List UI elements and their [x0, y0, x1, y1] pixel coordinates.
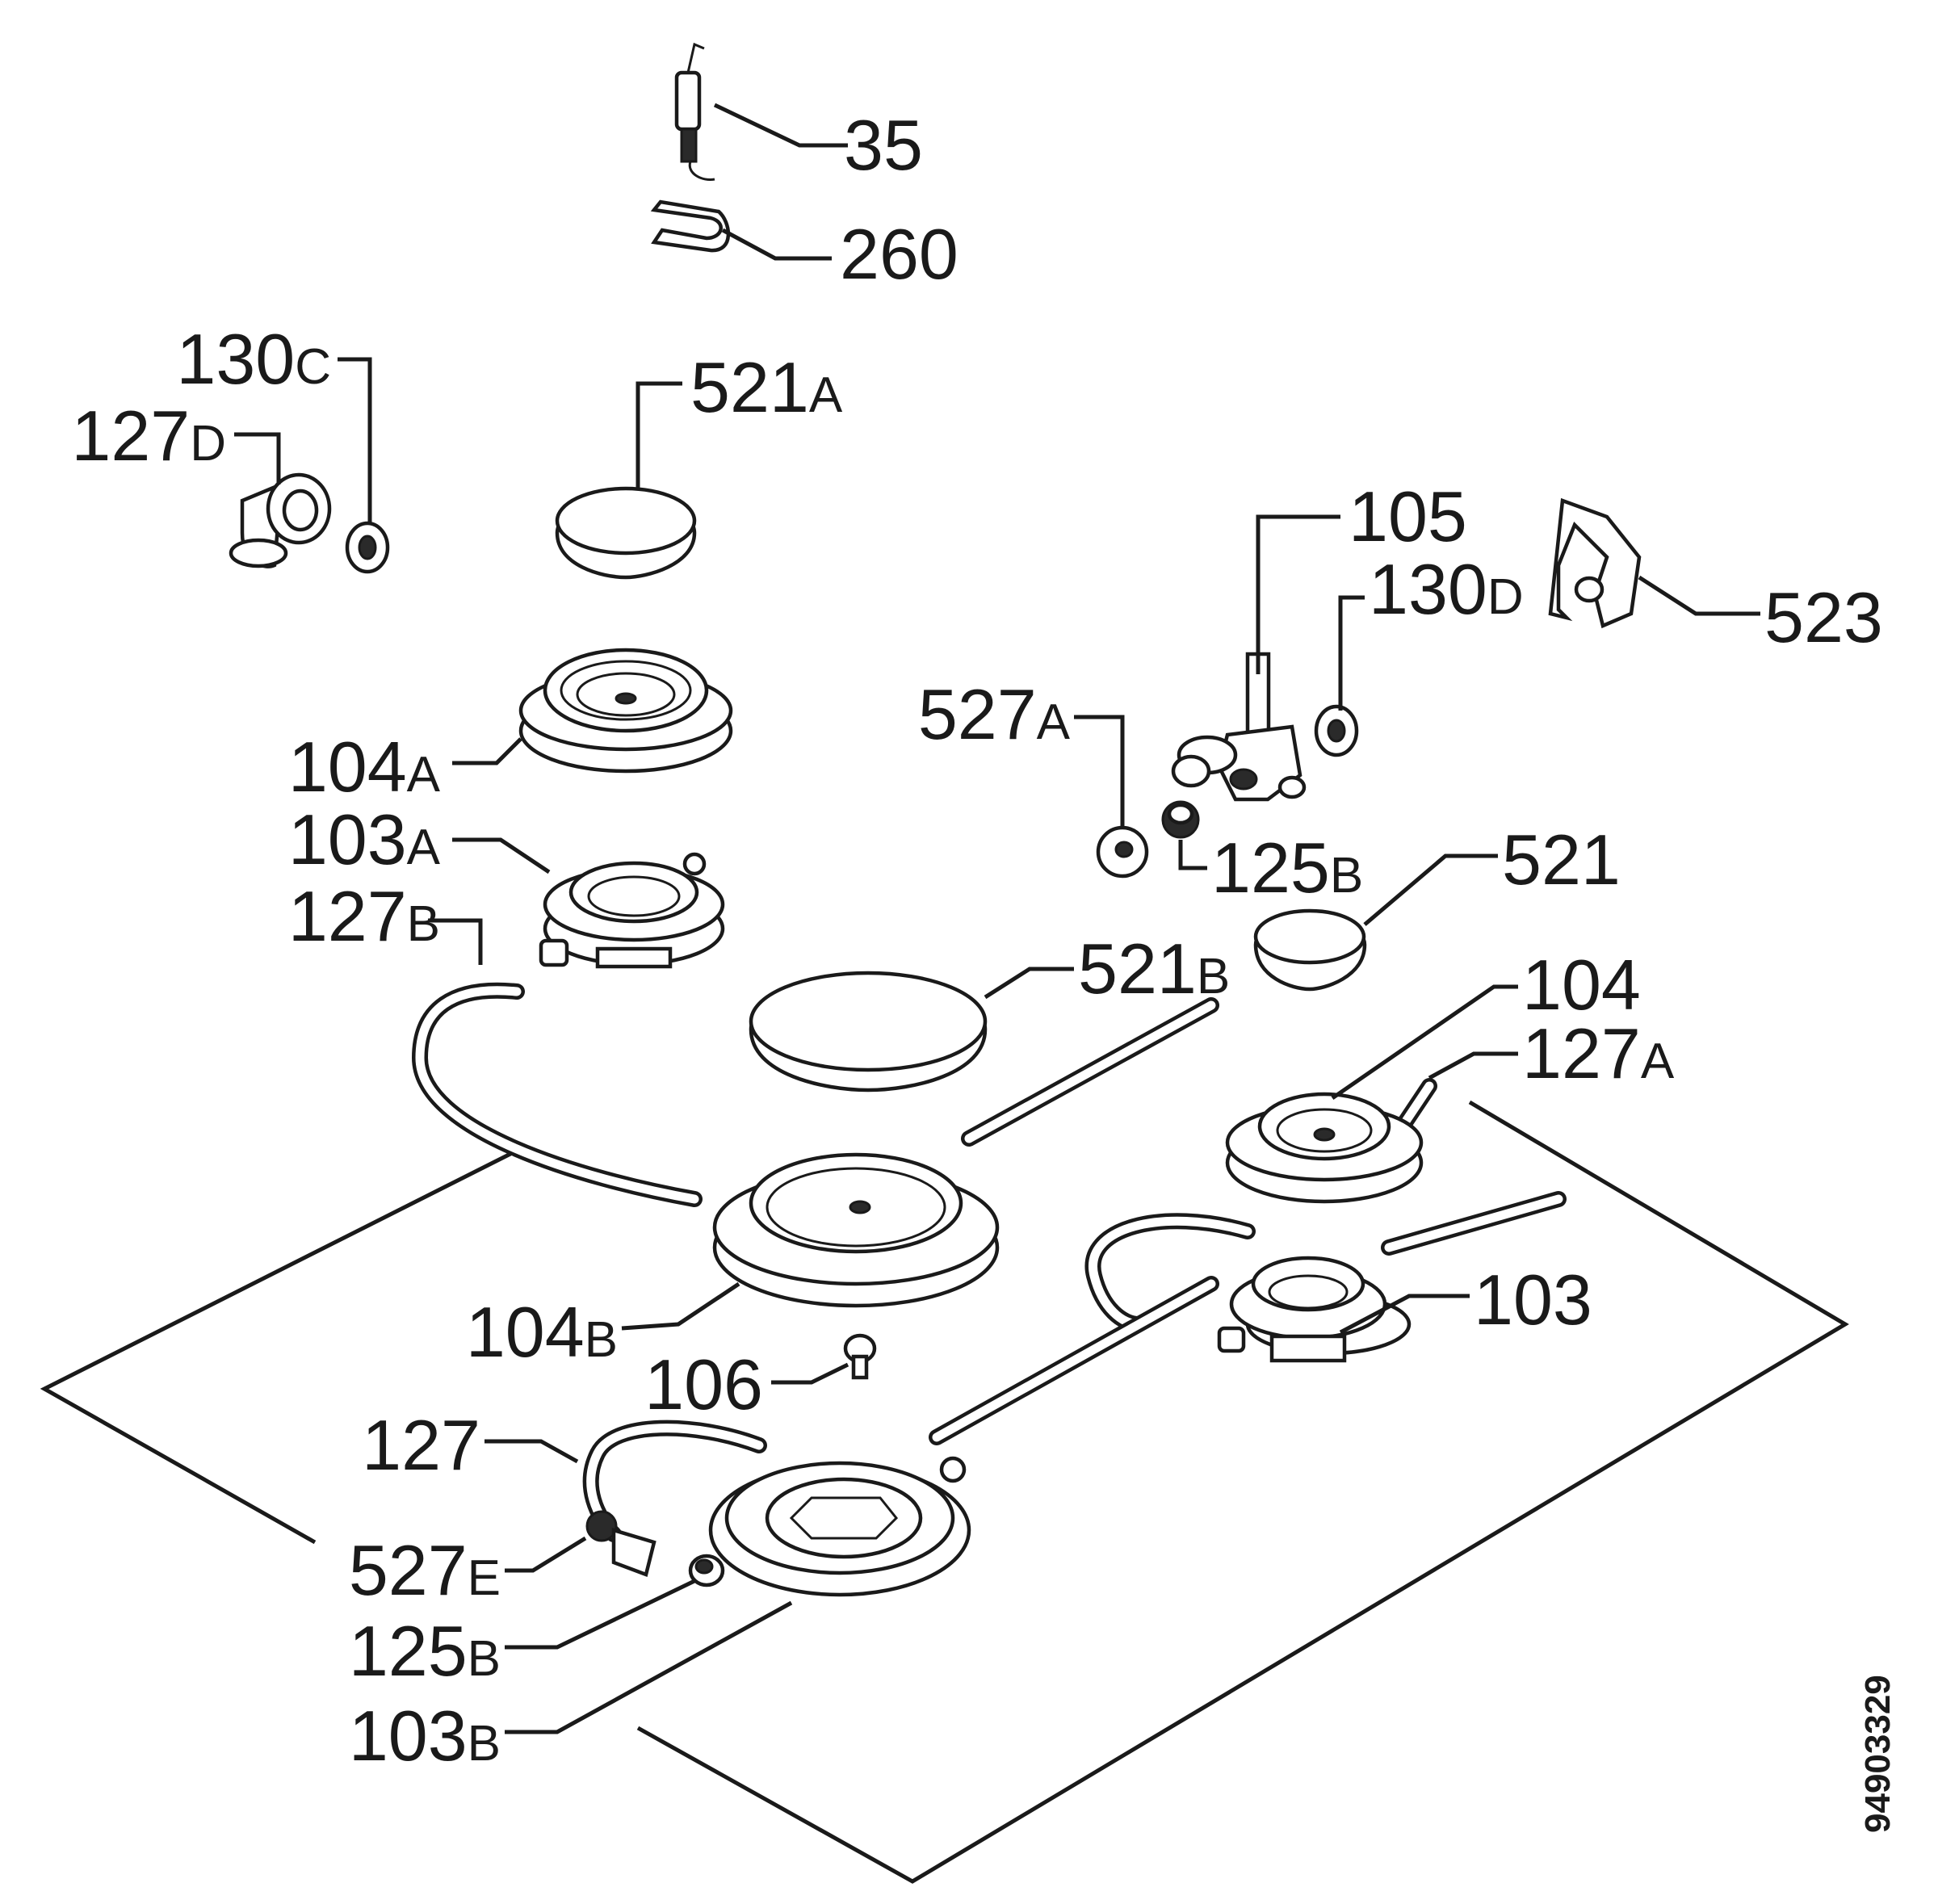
- callout-127b: 127B: [288, 876, 440, 956]
- burner-crown-a-part: [518, 648, 733, 774]
- callout-125b-lower: 125B: [349, 1611, 501, 1691]
- callout-523: 523: [1764, 577, 1883, 657]
- callout-106: 106: [644, 1344, 763, 1424]
- callout-104b: 104B: [466, 1292, 618, 1372]
- leader-lines: [234, 103, 1760, 1734]
- nozzle-part: [843, 1333, 877, 1380]
- document-code: 94903329: [1858, 1675, 1898, 1833]
- burner-crown-large-part: [712, 1152, 1000, 1308]
- callout-labels: 35 260 130C 127D 521A 105 130D 523 527A …: [71, 105, 1882, 1776]
- seal-ring-part: [345, 521, 390, 574]
- callout-35: 35: [844, 105, 923, 185]
- gas-pipes: [411, 982, 1567, 1542]
- callout-521b: 521B: [1078, 929, 1230, 1009]
- callout-521a: 521A: [690, 347, 843, 427]
- callout-103: 103: [1474, 1260, 1592, 1340]
- burner-crown-right-part: [1225, 1092, 1424, 1204]
- burner-cap-small-part: [555, 486, 697, 580]
- callout-260: 260: [840, 214, 959, 294]
- burner-cap-large-part: [749, 971, 988, 1092]
- burner-base-large-part: [708, 1456, 971, 1597]
- injector-upper-part: [1161, 800, 1200, 839]
- callout-130c: 130C: [176, 319, 331, 399]
- burner-cap-right-part: [1253, 908, 1367, 992]
- callout-127a: 127A: [1522, 1013, 1675, 1093]
- callout-521: 521: [1502, 820, 1621, 900]
- callout-103a: 103A: [288, 799, 441, 879]
- bracket-part: [1548, 497, 1642, 629]
- callout-125b-upper: 125B: [1211, 828, 1363, 908]
- elbow-connector-part: [229, 472, 332, 568]
- callout-527e: 527E: [349, 1530, 501, 1610]
- callout-130d: 130D: [1369, 549, 1524, 629]
- burner-base-right-part: [1217, 1256, 1412, 1363]
- callout-127: 127: [362, 1405, 480, 1485]
- hob-outline: [40, 1100, 1849, 1884]
- callout-127d: 127D: [71, 396, 226, 476]
- callout-105: 105: [1349, 476, 1467, 556]
- clip-part: [650, 199, 731, 253]
- callout-104a: 104A: [288, 727, 441, 807]
- gas-valve-part: [1171, 652, 1307, 802]
- injector-lower-part: [688, 1554, 725, 1587]
- callout-103b: 103B: [349, 1696, 501, 1776]
- callout-104: 104: [1522, 945, 1641, 1025]
- burner-base-a-part: [539, 852, 725, 969]
- connector-e-part: [585, 1510, 656, 1577]
- ignition-electrode-part: [674, 42, 715, 182]
- nut-part: [1096, 825, 1149, 879]
- callout-527a: 527A: [918, 674, 1071, 754]
- seal-ring-d-part: [1314, 704, 1359, 757]
